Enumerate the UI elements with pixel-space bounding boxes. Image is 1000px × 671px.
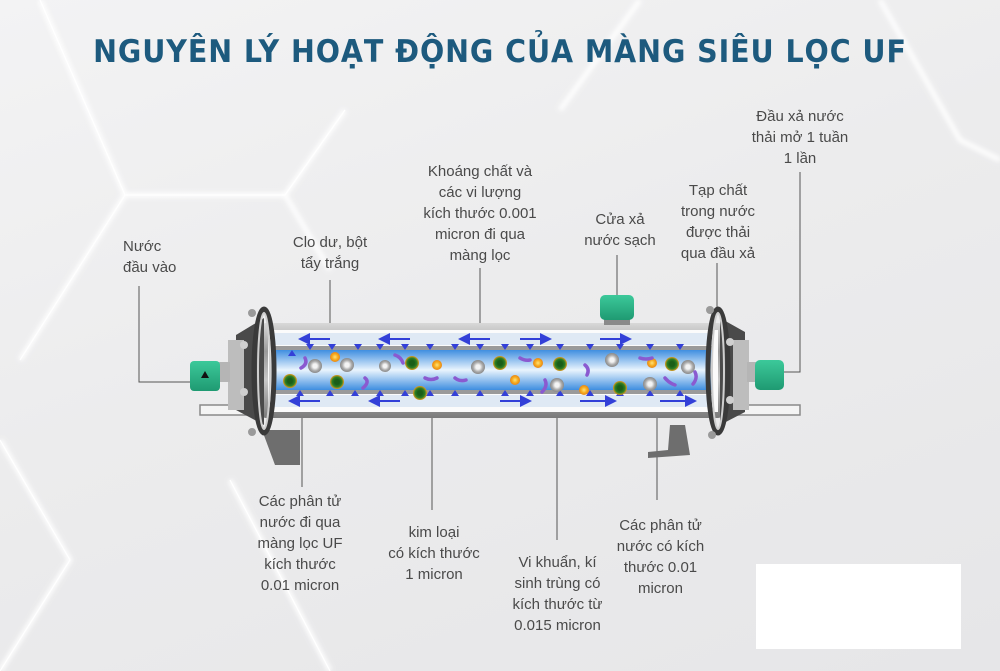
bacteria — [299, 353, 698, 394]
label-minerals: Khoáng chất và các vi lượng kích thước 0… — [423, 163, 537, 264]
right-end-cap — [705, 306, 757, 439]
particles — [283, 352, 695, 400]
page-title: NGUYÊN LÝ HOẠT ĐỘNG CỦA MÀNG SIÊU LỌC UF — [93, 34, 907, 70]
label-metals: kim loại có kích thước 1 micron — [388, 524, 480, 583]
label-bacteria: Vi khuẩn, kí sinh trùng có kích thước từ… — [512, 554, 603, 634]
inlet-fitting — [190, 361, 220, 391]
label-water-molecules-uf: Các phân tử nước đi qua màng lọc UF kích… — [257, 493, 343, 594]
label-water-molecules: Các phân tử nước có kích thước 0.01 micr… — [616, 517, 705, 597]
label-impurities: Tạp chất trong nước được thải qua đầu xả — [680, 182, 756, 262]
clean-water-outlet-fitting — [600, 295, 634, 325]
label-drain: Đầu xả nước thải mở 1 tuần 1 lần — [751, 108, 849, 167]
membrane-arrows — [288, 344, 684, 396]
label-clean-outlet: Cửa xả nước sạch — [584, 211, 656, 249]
drain-fitting — [755, 360, 784, 390]
left-end-cap — [218, 306, 277, 436]
flow-arrows — [288, 333, 697, 407]
label-inlet-water: Nước đầu vào — [123, 238, 177, 276]
white-patch — [756, 564, 961, 649]
label-chlorine: Clo dư, bột tẩy trắng — [292, 234, 368, 272]
